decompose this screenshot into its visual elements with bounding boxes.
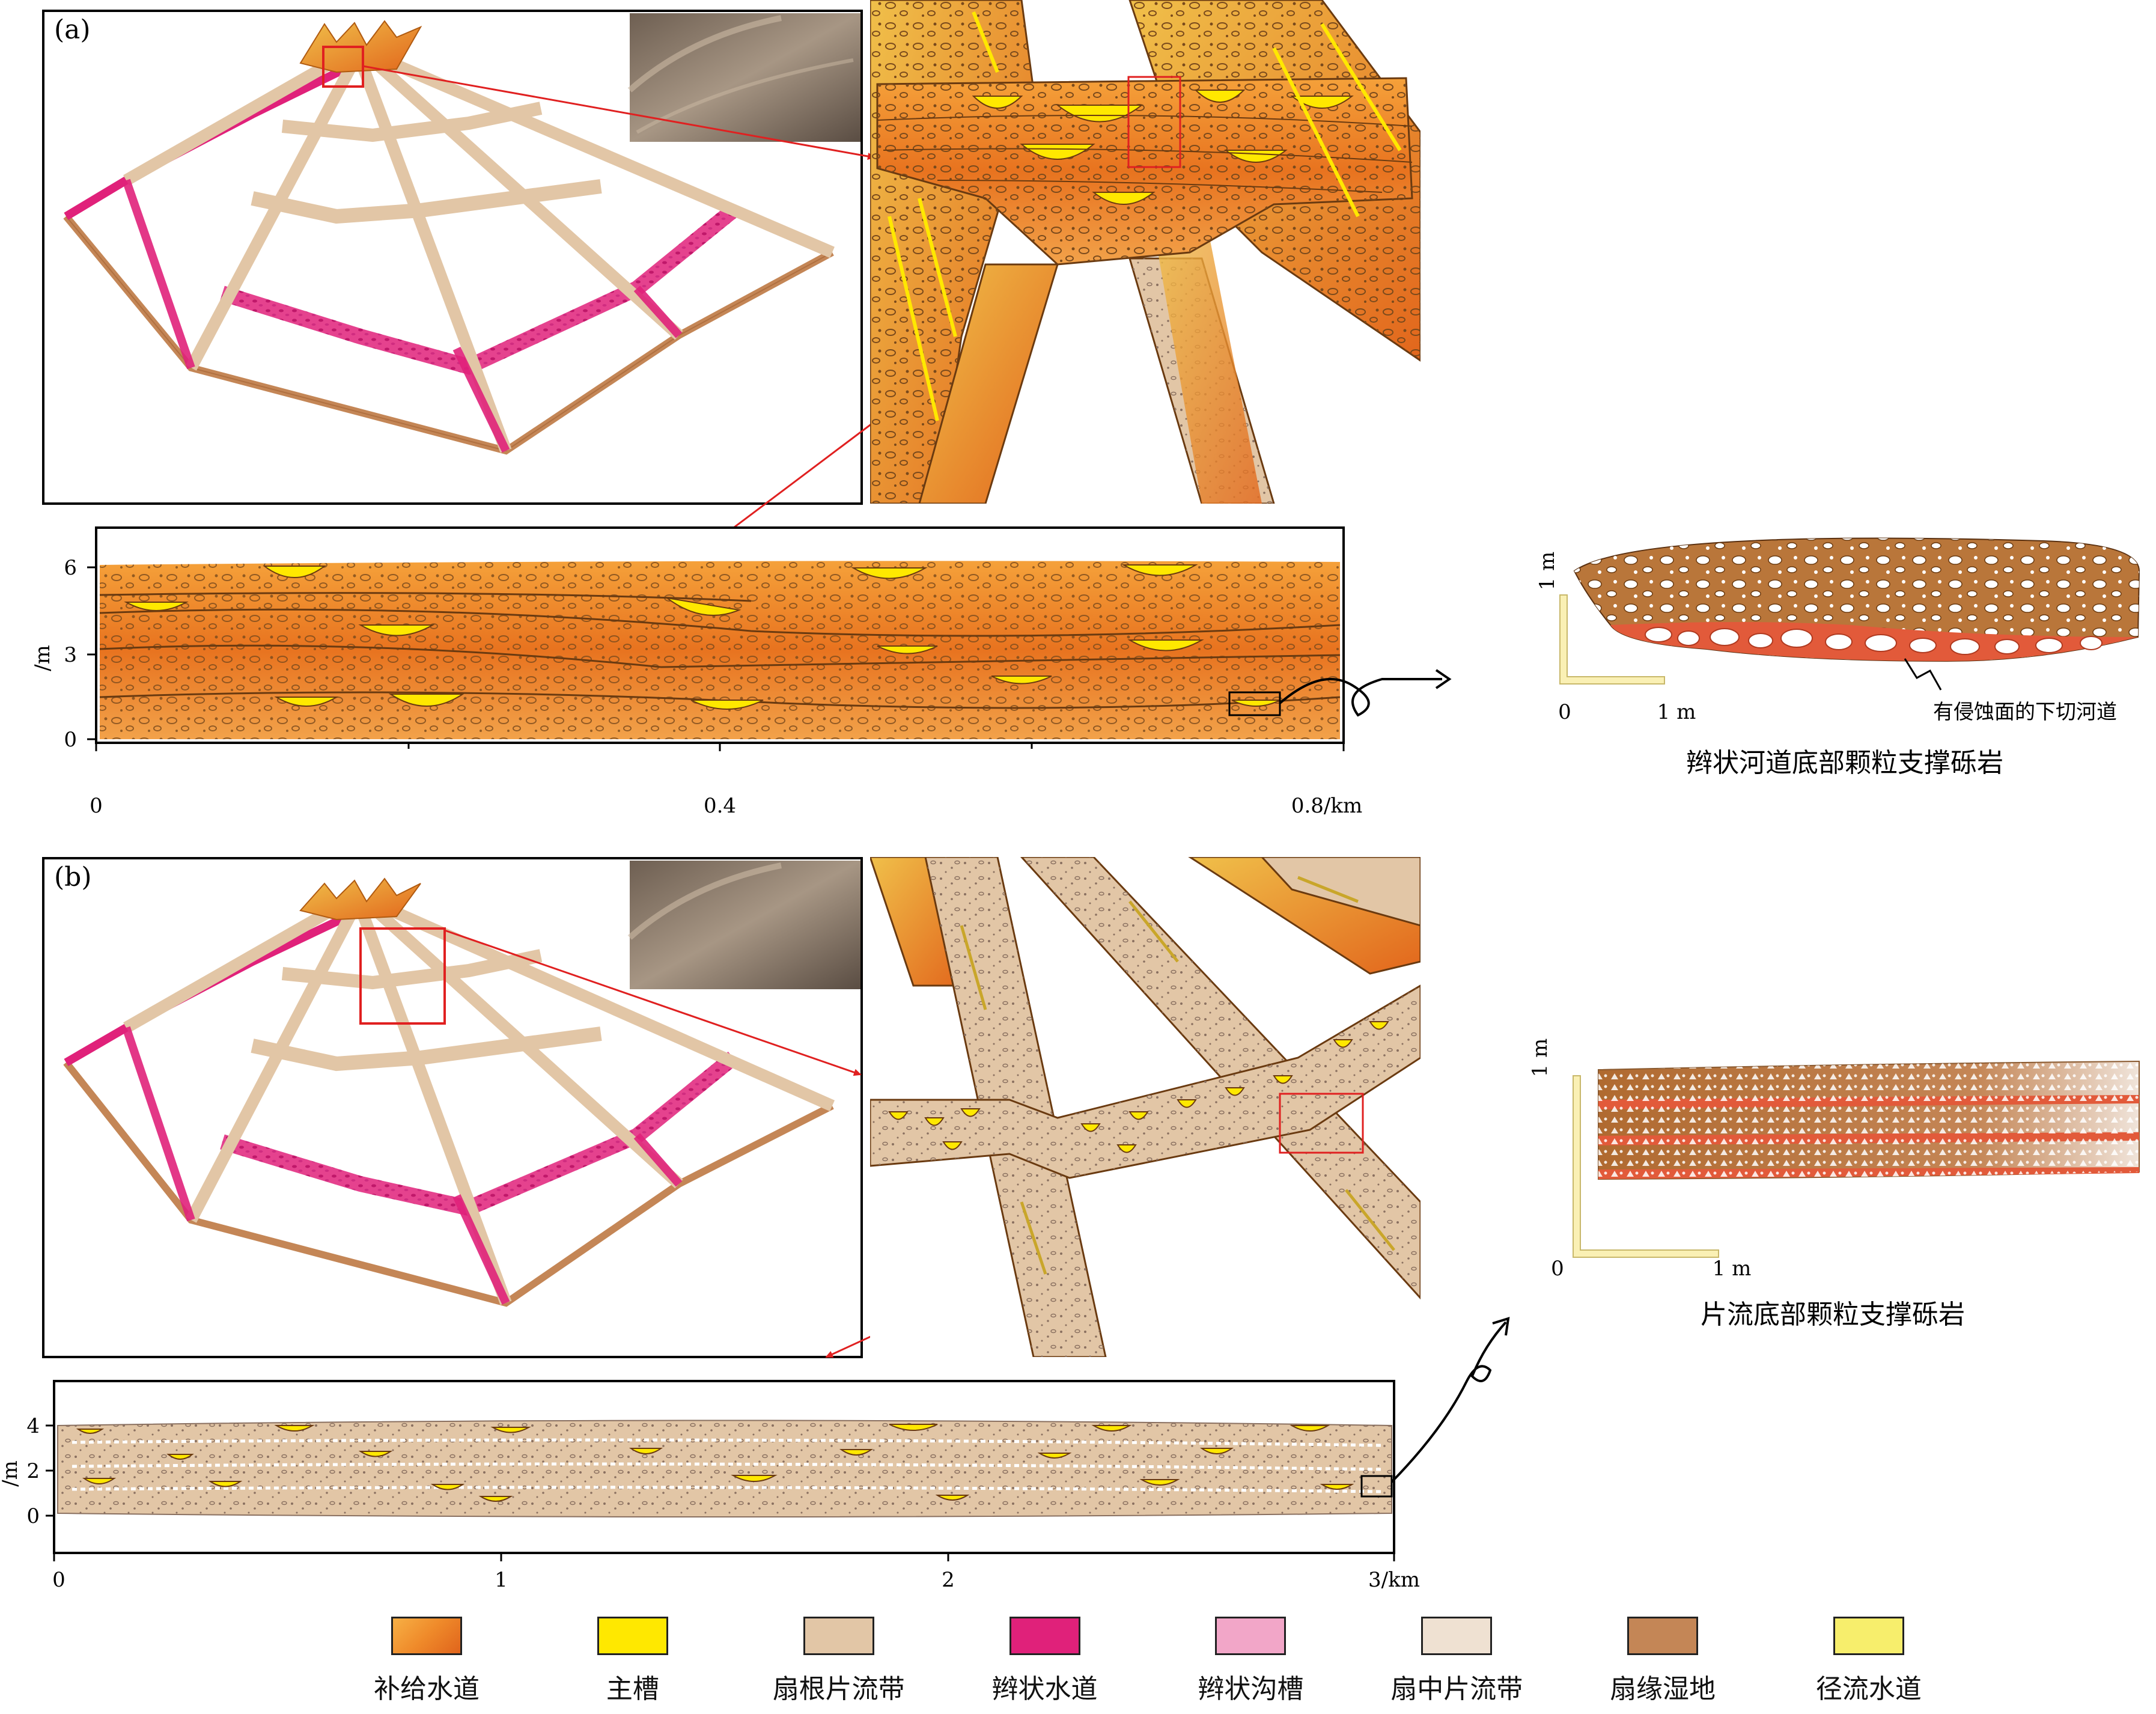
section-b-xtick-1: 1 (495, 1568, 508, 1592)
section-a-pointer-arrow (1279, 678, 1442, 717)
section-b-xtick-0: 0 (52, 1568, 65, 1592)
inset-a-annotation-leader (1904, 658, 1942, 691)
satellite-image-a (630, 13, 860, 142)
section-b-sample-box (1360, 1475, 1393, 1498)
inset-a-caption: 辫状河道底部颗粒支撑砾岩 (1686, 748, 2003, 778)
inset-a: 1 m 0 1 m 有侵蚀面的下切河道 辫状河道底部颗粒支撑砾岩 (1535, 537, 2140, 778)
legend-item: 辫状沟槽 (1160, 1617, 1341, 1706)
legend-label: 辫状沟槽 (1198, 1674, 1304, 1704)
section-a-channel-lenses (124, 564, 1281, 710)
inset-b-scale-x: 1 m (1713, 1257, 1752, 1281)
legend-item: 辫状水道 (955, 1617, 1135, 1706)
legend-item: 主槽 (543, 1617, 723, 1706)
section-a-ytick-0: 0 (64, 728, 77, 752)
legend: 补给水道 主槽 扇根片流带 辫状水道 辫状沟槽 扇中片流带 扇缘湿地 径流水道 (336, 1617, 1959, 1707)
section-a-sample-box (1228, 691, 1281, 716)
zoom-box-b (359, 927, 446, 1025)
panel-b-fan-map: (b) (42, 857, 863, 1358)
legend-item: 扇缘湿地 (1573, 1617, 1753, 1706)
section-b-xtick-3: 3/km (1368, 1568, 1420, 1592)
satellite-image-b (630, 861, 860, 989)
legend-swatch (803, 1617, 874, 1655)
legend-item: 扇中片流带 (1366, 1617, 1547, 1706)
panel-a-tag: (a) (54, 14, 91, 45)
inset-a-scale-y: 1 m (1535, 552, 1559, 591)
section-a-ytick-6: 6 (64, 556, 77, 580)
legend-item: 扇根片流带 (749, 1617, 929, 1706)
legend-swatch (1421, 1617, 1493, 1655)
section-a-xtick-0: 0 (90, 794, 103, 818)
zoom-arrow-a-1 (362, 65, 875, 160)
fan-radial-spokes (123, 54, 835, 453)
legend-item: 补给水道 (336, 1617, 517, 1706)
section-b: 4 2 0 /m 0 1 2 3/km (0, 1317, 1510, 1592)
inset-b-caption: 片流底部颗粒支撑砾岩 (1701, 1299, 1965, 1330)
inset-a-scale-bar (1559, 594, 1665, 685)
legend-label: 径流水道 (1815, 1674, 1922, 1704)
legend-swatch (1833, 1617, 1904, 1655)
legend-swatch (1215, 1617, 1287, 1655)
section-a-ylabel: /m (31, 645, 55, 671)
inset-b-scale-origin: 0 (1551, 1257, 1564, 1281)
legend-label: 扇根片流带 (772, 1674, 905, 1704)
legend-swatch (597, 1617, 668, 1655)
panel-b-tag: (b) (54, 862, 92, 892)
panel-b-zoom-detail (870, 857, 1421, 1357)
zoom-arrow-b-1 (444, 929, 862, 1076)
legend-label: 辫状水道 (991, 1674, 1098, 1704)
legend-label: 主槽 (606, 1674, 659, 1704)
section-a-ytick-3: 3 (64, 643, 77, 667)
inset-a-scale-x: 1 m (1657, 700, 1696, 724)
legend-label: 补给水道 (374, 1674, 480, 1704)
section-a-xtick-08: 0.8/km (1291, 794, 1362, 818)
panel-a-zoom-detail (870, 0, 1421, 504)
section-b-xtick-2: 2 (942, 1568, 955, 1592)
section-b-ytick-4: 4 (26, 1414, 40, 1438)
legend-label: 扇缘湿地 (1610, 1674, 1716, 1704)
section-b-pointer-arrow (1390, 1321, 1507, 1483)
legend-swatch (1627, 1617, 1699, 1655)
panel-a-fan-map: (a) (42, 10, 863, 505)
inset-a-scale-origin: 0 (1558, 700, 1571, 724)
inset-b-scale-y: 1 m (1528, 1038, 1552, 1078)
legend-item: 径流水道 (1779, 1617, 1959, 1706)
legend-swatch (391, 1617, 462, 1655)
inset-a-annotation: 有侵蚀面的下切河道 (1933, 700, 2117, 724)
inset-b: 1 m 0 1 m 片流底部颗粒支撑砾岩 (1528, 1038, 2140, 1330)
inset-b-scale-bar (1573, 1075, 1719, 1258)
section-b-ytick-2: 2 (26, 1459, 40, 1483)
section-a: 6 3 0 /m 0 0.4 0.8/km (31, 526, 1452, 818)
legend-swatch (1009, 1617, 1080, 1655)
section-b-ylabel: /m (0, 1460, 22, 1487)
section-b-ytick-0: 0 (26, 1504, 40, 1528)
section-a-xtick-04: 0.4 (704, 794, 736, 818)
section-b-channel-lenses (76, 1424, 1354, 1502)
legend-label: 扇中片流带 (1390, 1674, 1523, 1704)
